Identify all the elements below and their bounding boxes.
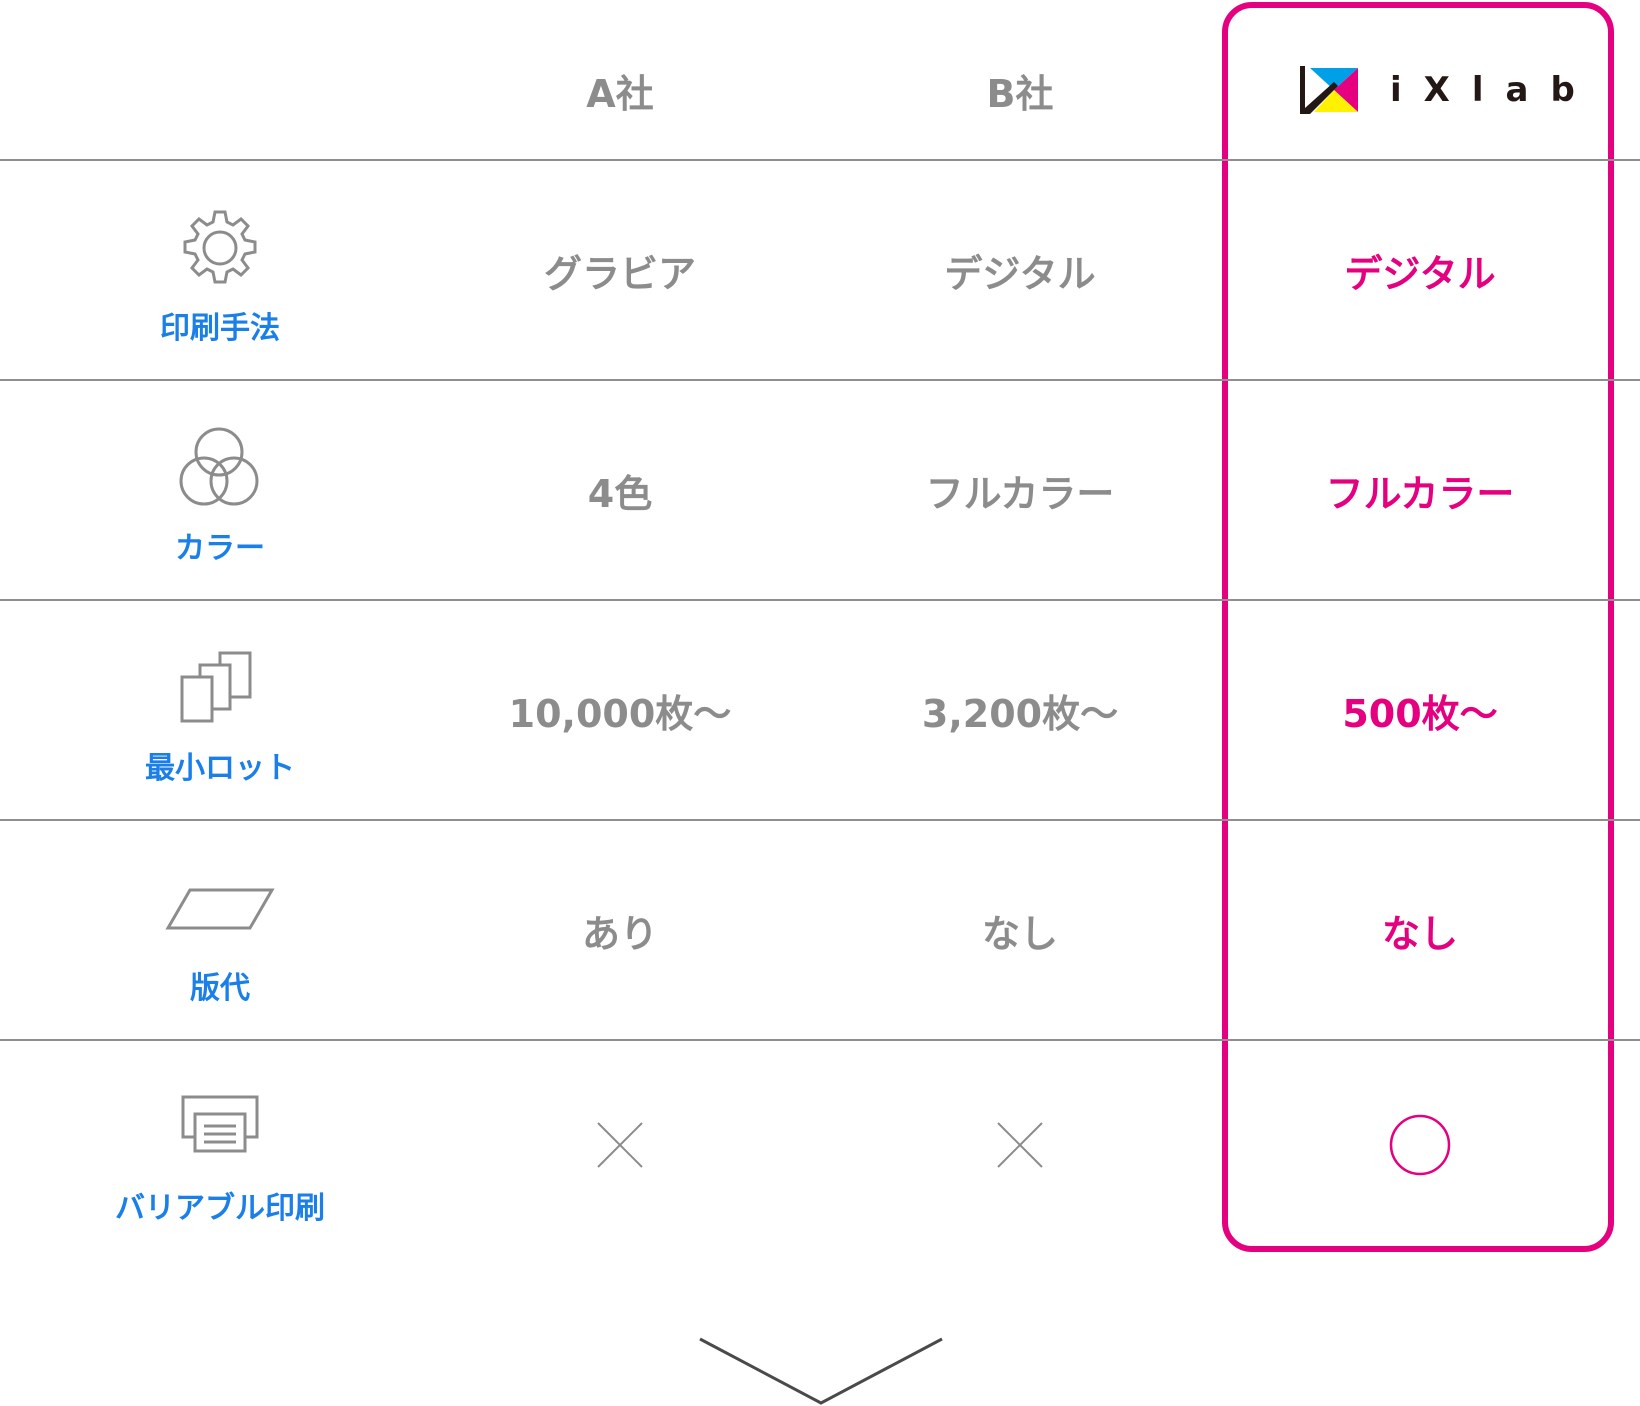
cell-a-printing-method: グラビア: [543, 251, 696, 296]
row-divider: [0, 379, 1640, 381]
ixlab-logo-text: iXlab: [1390, 70, 1597, 110]
ixlab-logo-mark-icon: [1300, 66, 1358, 114]
gear-icon: [183, 210, 257, 284]
cell-b-plate-cost: なし: [981, 911, 1058, 956]
plate-icon: [165, 888, 275, 930]
cell-ixlab-color: フルカラー: [1325, 471, 1515, 516]
cross-mark-icon: [997, 1122, 1043, 1168]
ixlab-logo: iXlab: [1298, 64, 1597, 116]
row-label-color: カラー: [175, 531, 265, 566]
cell-a-color: 4色: [587, 471, 653, 516]
row-divider: [0, 159, 1640, 161]
cell-ixlab-printing-method: デジタル: [1344, 251, 1496, 296]
row-label-variable-printing: バリアブル印刷: [115, 1191, 325, 1226]
column-header-b: B社: [986, 71, 1054, 116]
row-divider: [0, 1039, 1640, 1041]
row-label-minimum-lot: 最小ロット: [145, 751, 295, 786]
cell-b-color: フルカラー: [925, 471, 1115, 516]
chevron-down-icon[interactable]: [698, 1336, 944, 1406]
printer-icon: [181, 1095, 259, 1153]
cell-a-plate-cost: あり: [581, 911, 658, 956]
stacked-sheets-icon: [180, 651, 252, 723]
cell-ixlab-plate-cost: なし: [1381, 911, 1458, 956]
circle-mark-icon: [1389, 1114, 1451, 1176]
row-divider: [0, 819, 1640, 821]
highlight-frame: [1222, 2, 1614, 1252]
color-circles-icon: [179, 427, 259, 506]
cell-a-minimum-lot: 10,000枚〜: [508, 691, 732, 736]
row-label-printing-method: 印刷手法: [160, 311, 280, 346]
cell-b-variable-printing: ×: [840, 1050, 1200, 1240]
column-header-a: A社: [586, 71, 654, 116]
cross-mark-icon: [597, 1122, 643, 1168]
cell-ixlab-variable-printing: ○: [1240, 1050, 1600, 1240]
cell-ixlab-minimum-lot: 500枚〜: [1342, 691, 1498, 736]
cell-a-variable-printing: ×: [440, 1050, 800, 1240]
row-label-plate-cost: 版代: [190, 971, 250, 1006]
row-divider: [0, 599, 1640, 601]
cell-b-minimum-lot: 3,200枚〜: [921, 691, 1119, 736]
cell-b-printing-method: デジタル: [944, 251, 1096, 296]
